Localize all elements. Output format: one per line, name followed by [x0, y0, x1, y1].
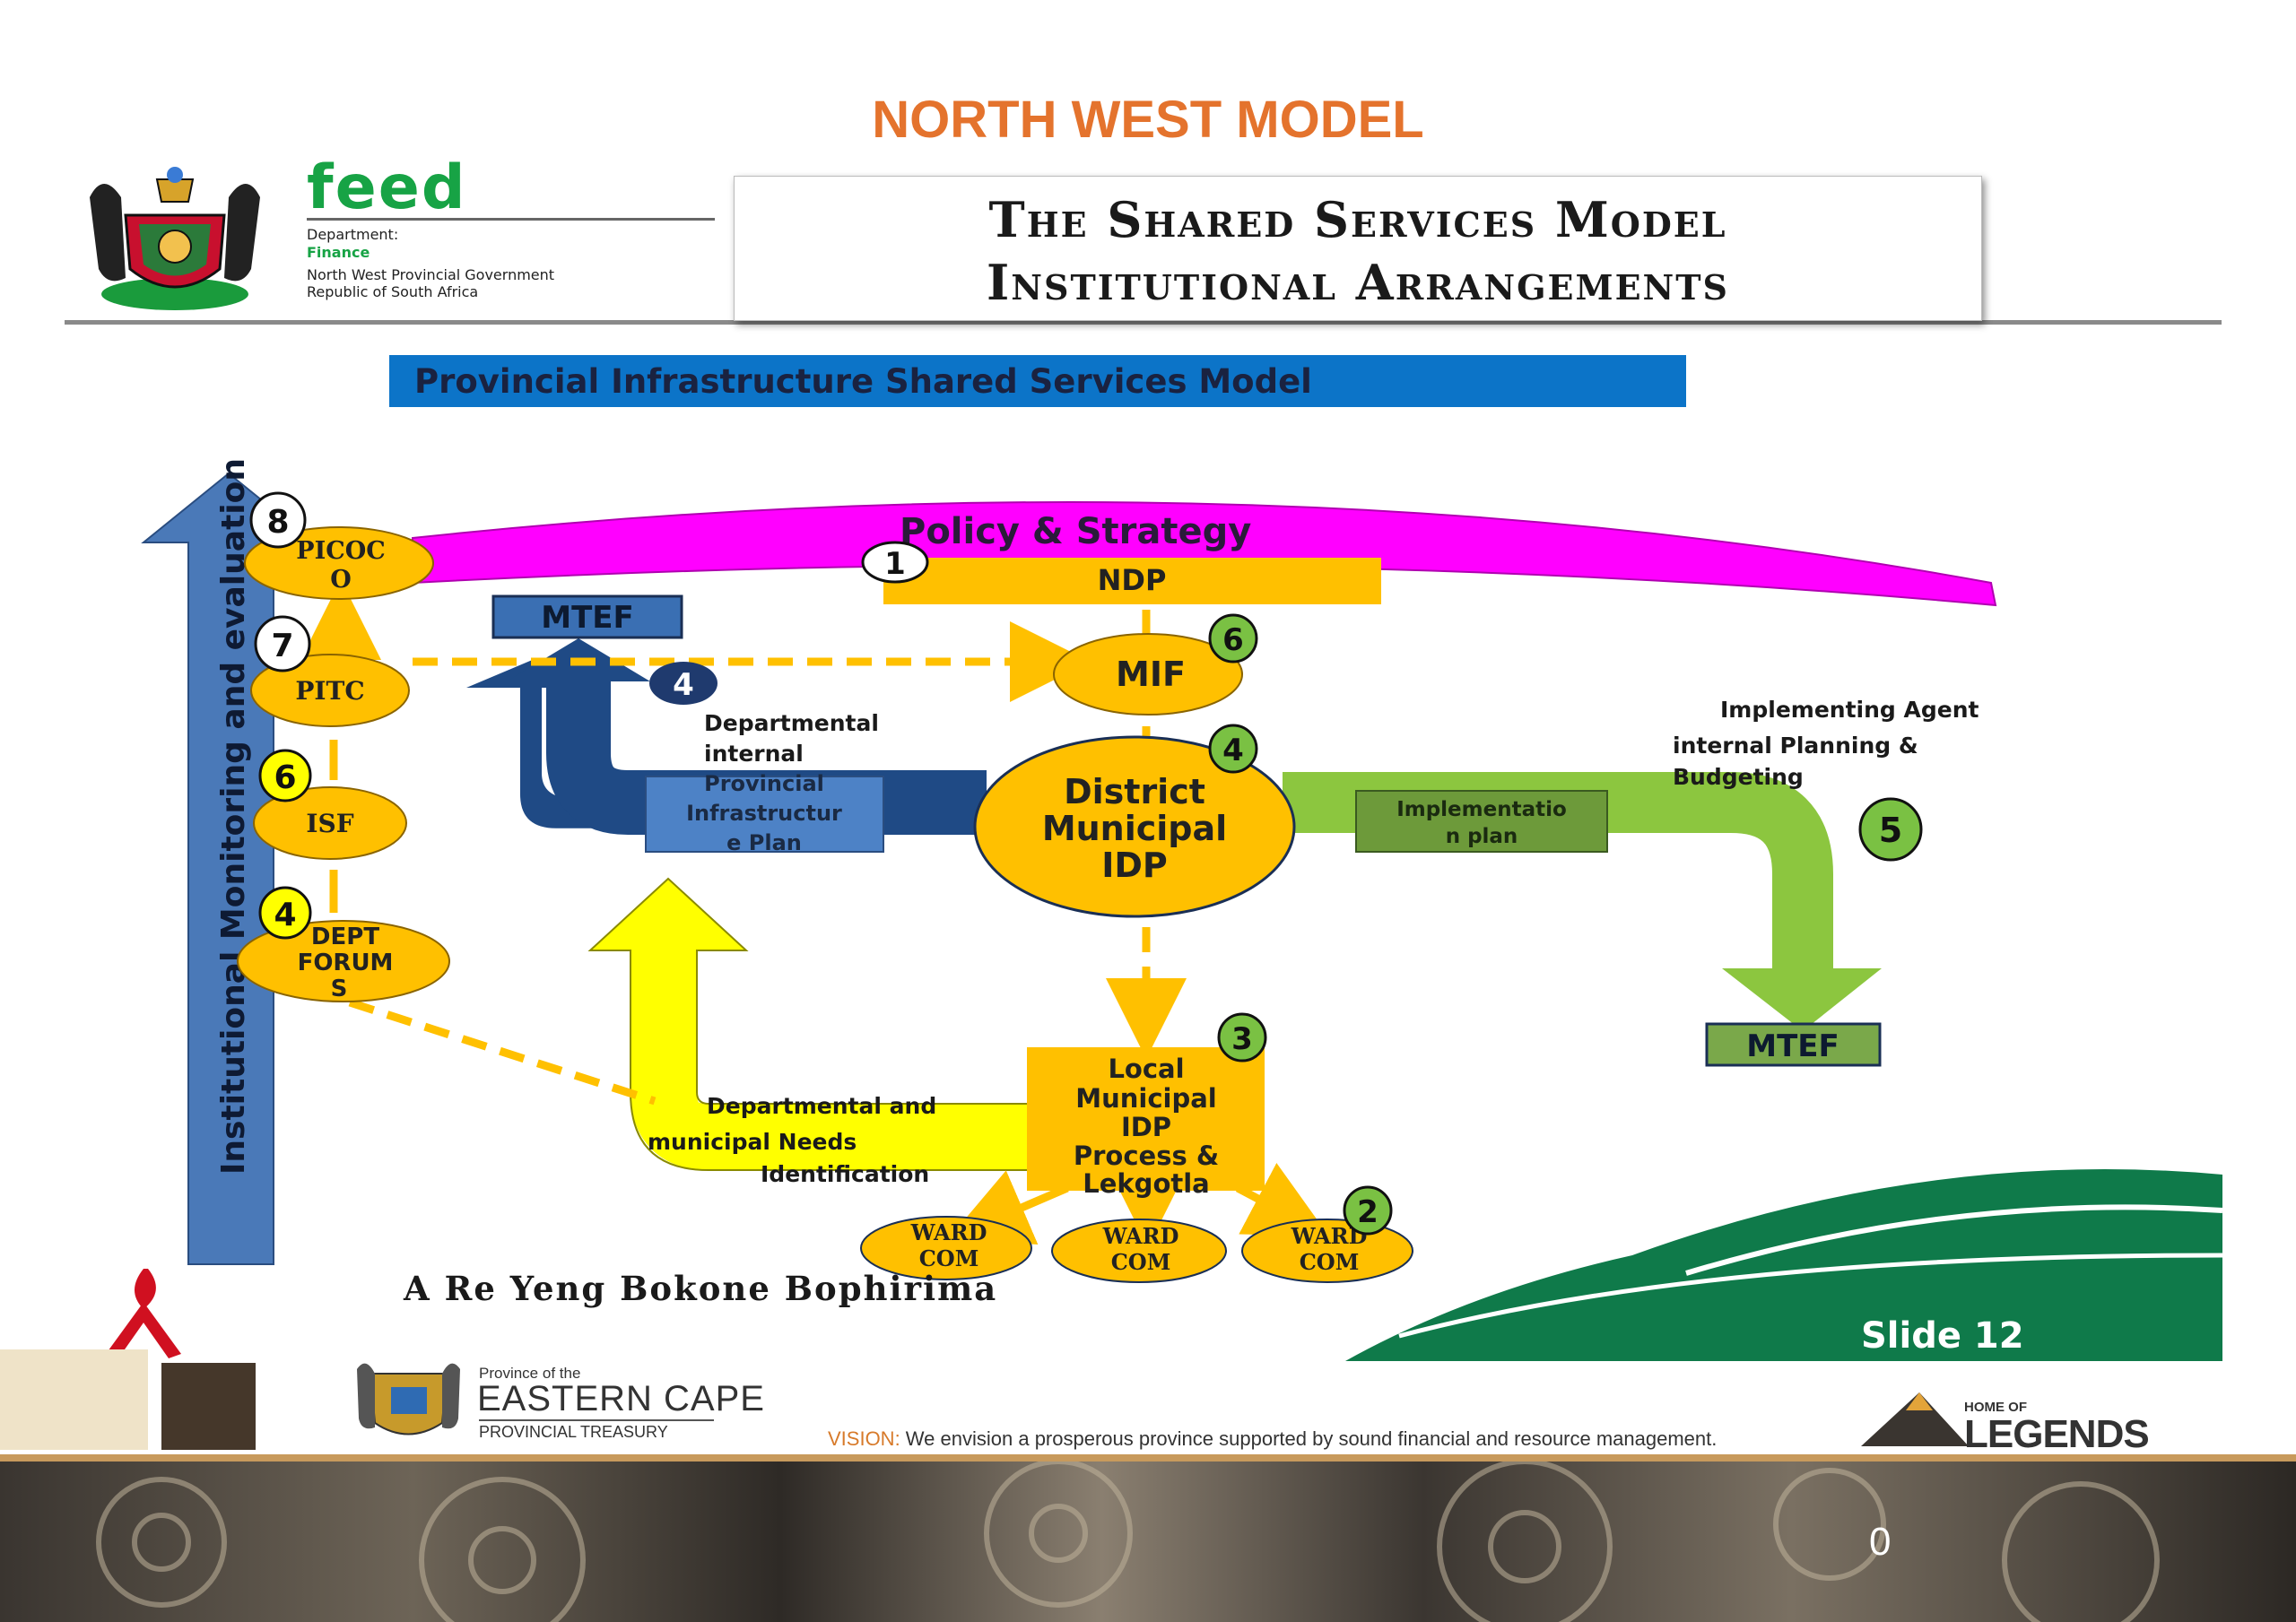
- ndp-node: [883, 558, 1381, 604]
- mtef-top-node: [491, 594, 683, 639]
- pitc-node: [250, 654, 410, 727]
- model-title-box: The Shared Services Model Institutional …: [734, 176, 1982, 321]
- ward-com-1-node: [860, 1216, 1032, 1280]
- dept-forums-node: [237, 920, 450, 1002]
- model-title-line-1: The Shared Services Model: [988, 191, 1727, 248]
- gears-decoration: [96, 1462, 2160, 1622]
- badge-7: [254, 615, 311, 672]
- ward-com-2-node: [1051, 1219, 1227, 1283]
- logo-government-label: North West Provincial Government: [307, 266, 555, 283]
- footer-beige-block: [0, 1349, 148, 1450]
- footer-provincial-treasury: PROVINCIAL TREASURY: [479, 1423, 668, 1441]
- badge-6-mif: [1208, 613, 1258, 664]
- mif-node: [1053, 633, 1243, 716]
- picoco-node: [244, 526, 434, 600]
- local-idp-node: [1027, 1047, 1265, 1191]
- badge-5-label: 5: [1879, 811, 1902, 850]
- badge-4-district: [1208, 724, 1258, 774]
- header-rule: [65, 320, 2222, 325]
- badge-4-district-label: 4: [1222, 733, 1244, 768]
- footer-home-of: HOME OF: [1964, 1400, 2027, 1415]
- logo-finance-label: Finance: [307, 244, 370, 261]
- green-swoosh: [1345, 1169, 2222, 1361]
- footer-vision-label: VISION:: [828, 1427, 900, 1450]
- slide-title: NORTH WEST MODEL: [872, 91, 1424, 149]
- badge-6-left: [258, 749, 312, 802]
- footer-eastern-cape: EASTERN CAPE: [477, 1379, 765, 1418]
- model-banner-text: Provincial Infrastructure Shared Service…: [414, 362, 1312, 401]
- footer-eastern-cape-rule: [479, 1419, 714, 1421]
- footer-vision-statement: VISION: We envision a prosperous provinc…: [828, 1427, 1717, 1451]
- eastern-cape-coat-of-arms-logo: [357, 1363, 460, 1436]
- provincial-plan-node: [645, 776, 884, 853]
- footer-gears-band: [0, 1462, 2296, 1622]
- badge-4-left-label: 4: [274, 897, 296, 933]
- badge-8: [249, 491, 307, 549]
- footer-province-of-the: Province of the: [479, 1365, 581, 1382]
- mtef-right-label: MTEF: [1746, 1028, 1839, 1064]
- logo-divider: [307, 218, 715, 221]
- model-banner: [389, 355, 1686, 407]
- footer-brown-block: [161, 1363, 256, 1450]
- badge-6-mif-label: 6: [1222, 622, 1244, 658]
- badge-2: [1343, 1185, 1393, 1236]
- north-west-coat-of-arms-logo: [90, 167, 260, 310]
- badge-6-left-label: 6: [274, 759, 296, 796]
- pitc-label: PITC: [295, 676, 364, 706]
- badge-3: [1217, 1012, 1267, 1063]
- monitoring-evaluation-label: Institutional Monitoring and evaluation: [215, 458, 252, 1175]
- implementation-plan-node: [1355, 790, 1608, 853]
- mif-label: MIF: [1116, 655, 1186, 694]
- logo-republic-label: Republic of South Africa: [307, 283, 479, 300]
- isf-node: [253, 786, 407, 860]
- badge-1: [861, 541, 929, 584]
- forum-needs-connector: [348, 998, 657, 1106]
- badge-5: [1858, 797, 1923, 862]
- footer-legends: LEGENDS: [1964, 1412, 2150, 1456]
- model-title-line-2: Institutional Arrangements: [987, 254, 1729, 311]
- badge-8-label: 8: [266, 504, 289, 541]
- badge-4-dark-label: 4: [673, 667, 694, 703]
- needs-identification-arrow: [631, 950, 1031, 1170]
- mtef-top-label: MTEF: [541, 600, 633, 636]
- ndp-label: NDP: [1098, 563, 1167, 597]
- mtef-right-node: [1705, 1022, 1882, 1067]
- badge-4-dark: [649, 662, 718, 705]
- motto-label: A Re Yeng Bokone Bophirima: [403, 1269, 997, 1308]
- logo-department-label: Department:: [307, 226, 399, 243]
- ward-com-3-node: [1241, 1219, 1413, 1283]
- slide-number-label: Slide 12: [1861, 1315, 2024, 1357]
- red-ribbon-icon: [106, 1269, 181, 1358]
- page-number: 0: [1869, 1520, 1892, 1564]
- badge-7-label: 7: [271, 628, 293, 664]
- isf-label: ISF: [306, 809, 353, 838]
- footer-vision-text: We envision a prosperous province suppor…: [900, 1427, 1718, 1450]
- implementation-plan-arrow: [1283, 772, 1833, 968]
- feed-wordmark: feed: [307, 152, 467, 223]
- badge-2-label: 2: [1357, 1194, 1378, 1230]
- district-idp-node: [973, 735, 1296, 918]
- home-of-legends-logo-mark: [1861, 1392, 1969, 1446]
- badge-4-left: [258, 886, 312, 940]
- badge-3-label: 3: [1231, 1021, 1253, 1057]
- badge-1-label: 1: [884, 546, 906, 582]
- policy-strategy-label: Policy & Strategy: [900, 511, 1251, 552]
